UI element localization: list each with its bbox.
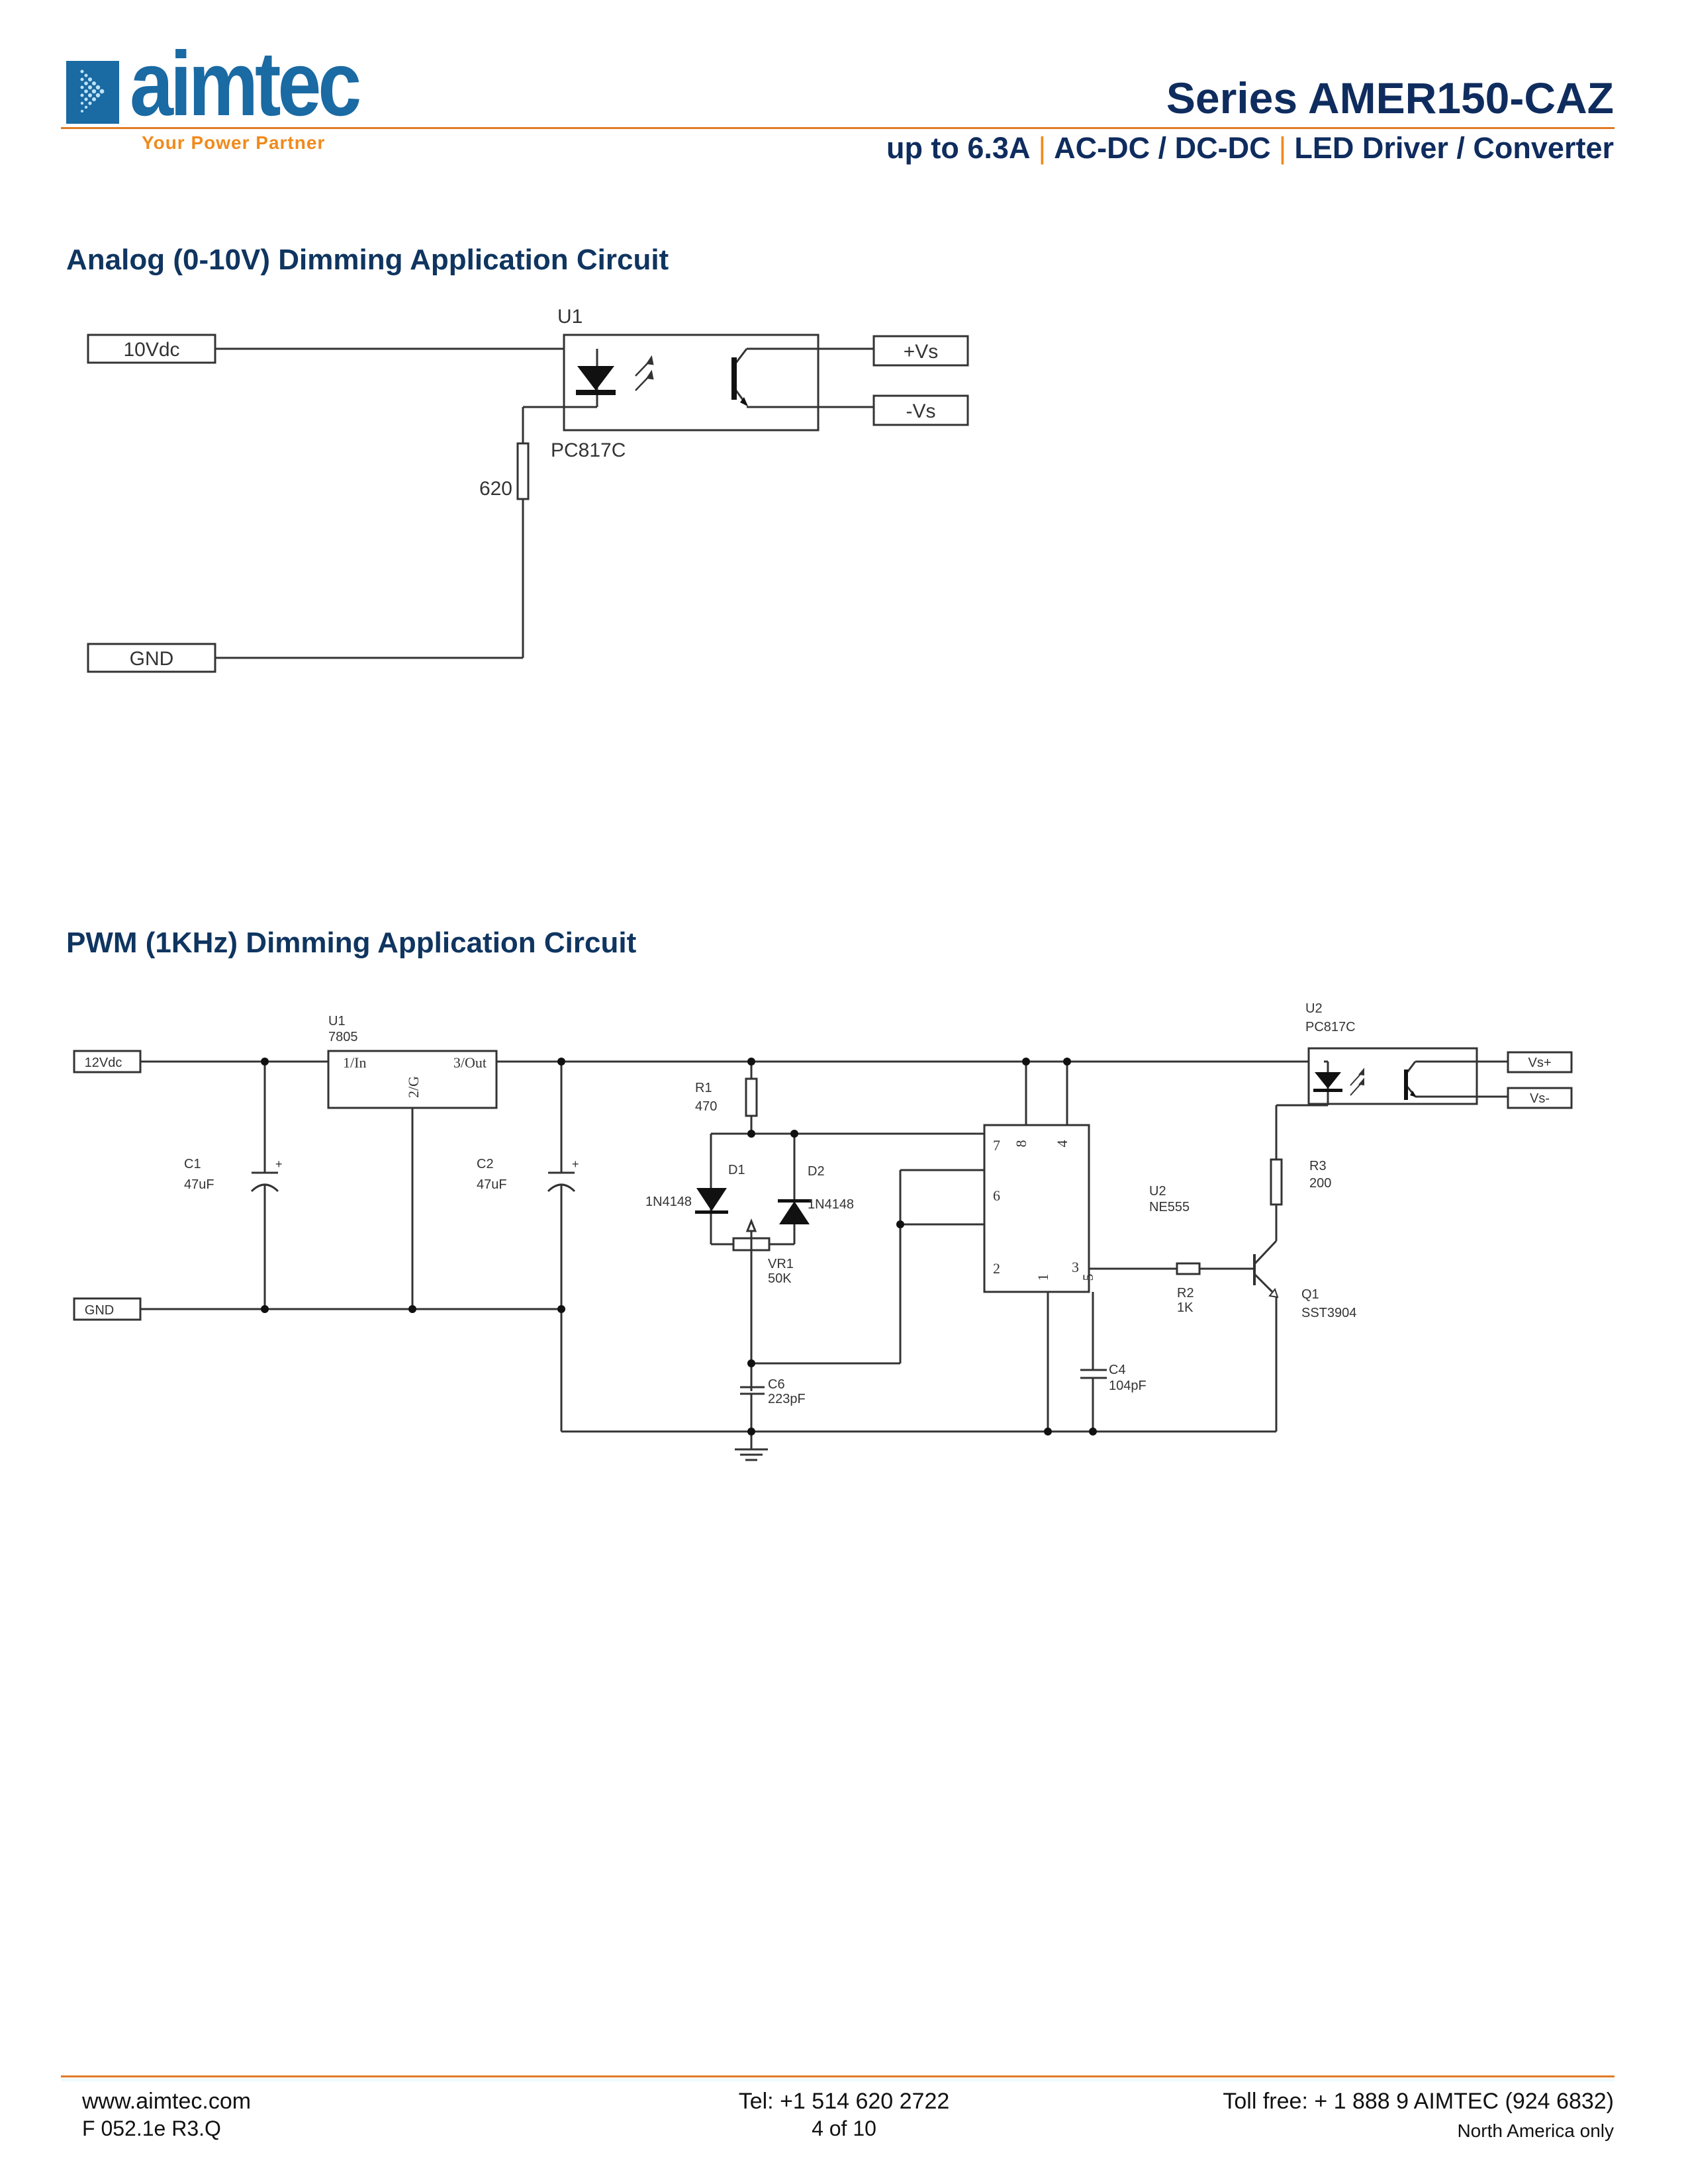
resistor-r1 xyxy=(745,1077,758,1117)
r2-ref: R2 xyxy=(1177,1286,1194,1300)
footer-region-note: North America only xyxy=(1457,2120,1614,2141)
c6-value: 223pF xyxy=(768,1392,806,1406)
series-title: Series AMER150-CAZ xyxy=(1166,73,1614,122)
resistor-620 xyxy=(516,442,530,500)
pwm-section-title: PWM (1KHz) Dimming Application Circuit xyxy=(66,927,637,959)
series-subtitle: up to 6.3A|AC-DC / DC-DC|LED Driver / Co… xyxy=(886,131,1614,165)
logo-wordmark: aimtec xyxy=(130,33,361,135)
c1-value: 47uF xyxy=(184,1177,214,1192)
u2-opto-ref: U2 xyxy=(1305,1001,1323,1016)
c1-polarity: + xyxy=(275,1158,283,1171)
u1-pin-in: 1/In xyxy=(343,1054,366,1071)
footer-rule-shadow xyxy=(61,2079,1615,2081)
terminal-10vdc xyxy=(87,334,216,364)
phototransistor-icon-u2 xyxy=(1404,1069,1408,1100)
diode-d2-icon xyxy=(779,1201,810,1224)
r1-ref: R1 xyxy=(695,1081,712,1095)
footer-page-number: 4 of 10 xyxy=(812,2116,876,2140)
terminal-minus-vs xyxy=(872,394,969,426)
u1-pin-out: 3/Out xyxy=(453,1054,487,1071)
r3-ref: R3 xyxy=(1309,1159,1327,1173)
analog-section-title: Analog (0-10V) Dimming Application Circu… xyxy=(66,244,669,276)
footer-website[interactable]: www.aimtec.com xyxy=(82,2089,252,2114)
ne555-ref: U2 xyxy=(1149,1184,1166,1199)
u1-part: 7805 xyxy=(328,1030,358,1044)
c2-value: 47uF xyxy=(477,1177,507,1192)
u2-opto-part: PC817C xyxy=(1305,1020,1356,1034)
analog-resistor-value: 620 xyxy=(479,478,512,500)
analog-terminal-vs-pos-label: +Vs xyxy=(904,341,939,363)
analog-terminal-gnd-label: GND xyxy=(130,648,174,670)
ne555-pin-2: 2 xyxy=(993,1260,1000,1277)
c4-ref: C4 xyxy=(1109,1363,1126,1377)
u1-pin-gnd: 2/G xyxy=(405,1076,422,1098)
logo-mark xyxy=(66,61,119,124)
r1-value: 470 xyxy=(695,1099,717,1114)
light-emission-icon-u2 xyxy=(1350,1068,1364,1096)
pwm-terminal-vs-plus-label: Vs+ xyxy=(1528,1056,1551,1070)
led-diode-icon-u2 xyxy=(1315,1072,1341,1089)
q1-part: SST3904 xyxy=(1301,1306,1356,1320)
d1-ref: D1 xyxy=(728,1163,745,1177)
footer-form-code: F 052.1e R3.Q xyxy=(82,2116,221,2140)
led-diode-icon xyxy=(577,366,614,390)
r2-value: 1K xyxy=(1177,1300,1194,1315)
subtitle-current: up to 6.3A xyxy=(886,131,1031,165)
analog-u1-ref: U1 xyxy=(557,306,583,328)
terminal-vs-minus xyxy=(1507,1087,1573,1109)
d2-part: 1N4148 xyxy=(808,1197,854,1212)
vr1-ref: VR1 xyxy=(768,1257,794,1271)
diode-d1-icon xyxy=(696,1188,727,1211)
ne555-pin-5: 5 xyxy=(1080,1274,1096,1281)
light-emission-icon xyxy=(635,355,654,391)
subtitle-separator: | xyxy=(1038,131,1047,165)
ne555-pin-7: 7 xyxy=(993,1137,1000,1154)
ne555-pin-8: 8 xyxy=(1013,1140,1029,1148)
footer-toll-free: Toll free: + 1 888 9 AIMTEC (924 6832) xyxy=(1223,2089,1614,2114)
pwm-terminal-input-label: 12Vdc xyxy=(85,1056,122,1070)
ne555-pin-6: 6 xyxy=(993,1187,1000,1204)
c2-polarity: + xyxy=(572,1158,579,1171)
ne555-pin-1: 1 xyxy=(1035,1274,1051,1281)
timer-ne555-box xyxy=(983,1124,1090,1293)
analog-terminal-input-label: 10Vdc xyxy=(123,339,179,361)
vr1-value: 50K xyxy=(768,1271,792,1286)
c4-value: 104pF xyxy=(1109,1379,1147,1393)
subtitle-type: AC-DC / DC-DC xyxy=(1054,131,1271,165)
footer-tel: Tel: +1 514 620 2722 xyxy=(738,2089,950,2114)
c1-ref: C1 xyxy=(184,1157,201,1171)
pwm-terminal-vs-minus-label: Vs- xyxy=(1530,1091,1550,1106)
subtitle-application: LED Driver / Converter xyxy=(1294,131,1614,165)
analog-u1-part: PC817C xyxy=(551,439,626,461)
phototransistor-icon xyxy=(731,357,737,400)
d1-part: 1N4148 xyxy=(645,1195,692,1209)
u1-ref: U1 xyxy=(328,1014,346,1028)
resistor-r3 xyxy=(1270,1158,1283,1206)
logo-tagline: Your Power Partner xyxy=(142,132,326,153)
transistor-q1-icon xyxy=(1268,1287,1279,1298)
terminal-gnd xyxy=(87,643,216,673)
q1-ref: Q1 xyxy=(1301,1287,1319,1302)
terminal-plus-vs xyxy=(872,335,969,367)
d2-ref: D2 xyxy=(808,1164,825,1179)
c6-ref: C6 xyxy=(768,1377,785,1392)
optocoupler-u1-box xyxy=(563,334,820,432)
ne555-pin-4: 4 xyxy=(1054,1140,1070,1148)
ne555-part: NE555 xyxy=(1149,1200,1190,1214)
c2-ref: C2 xyxy=(477,1157,494,1171)
header-rule xyxy=(61,127,1615,129)
r3-value: 200 xyxy=(1309,1176,1331,1191)
regulator-7805-box xyxy=(327,1050,498,1109)
junction-dots xyxy=(261,1058,1097,1435)
terminal-vs-plus xyxy=(1507,1051,1573,1073)
analog-dimming-schematic: 10Vdc GND +Vs -Vs U1 PC817C 620 xyxy=(87,306,969,673)
logo-dots-icon xyxy=(80,69,105,113)
pwm-dimming-schematic: 12Vdc GND U1 7805 1/In 2/G 3/Out C1 47uF… xyxy=(73,1001,1573,1461)
footer-rule xyxy=(61,2075,1615,2077)
pwm-terminal-gnd-label: GND xyxy=(85,1303,114,1318)
subtitle-separator: | xyxy=(1278,131,1287,165)
analog-terminal-vs-neg-label: -Vs xyxy=(906,400,936,422)
resistor-r2 xyxy=(1176,1262,1201,1275)
ne555-pin-3: 3 xyxy=(1072,1259,1079,1275)
